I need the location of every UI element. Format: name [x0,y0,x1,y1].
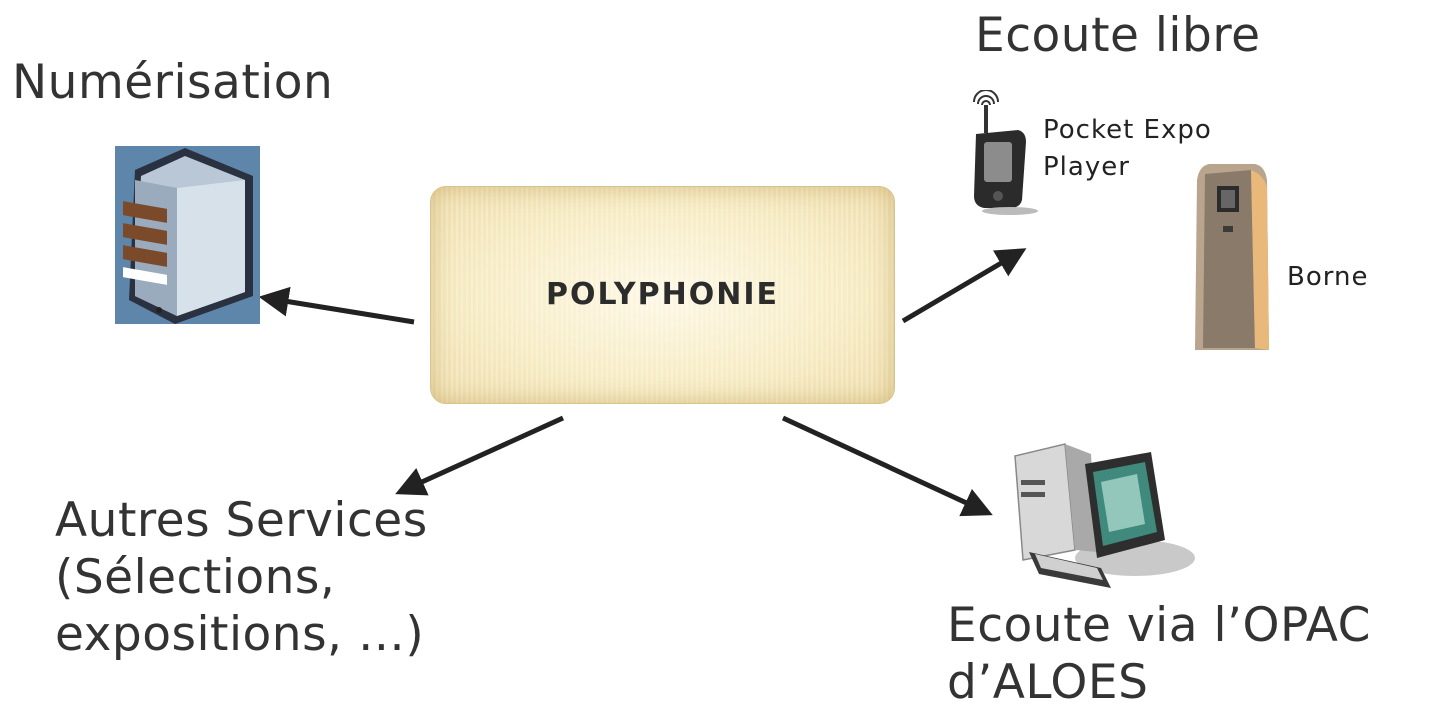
other-services-line2: (Sélections, [55,550,336,605]
arrow-to-scan [258,286,415,325]
polyphonie-title: POLYPHONIE [545,277,780,312]
pocket-player-label-line2: Player [1043,152,1130,182]
polyphonie-box: POLYPHONIE [430,186,895,404]
free-listen-title: Ecoute libre [975,8,1261,63]
opac-label: Ecoute via l’OPAC d’ALOES [947,597,1371,711]
desktop-computer-icon [1014,443,1195,588]
opac-label-line2: d’ALOES [947,655,1149,710]
kiosk-label: Borne [1287,262,1369,292]
scan-title: Numérisation [12,55,334,110]
pocket-player-label: Pocket Expo Player [1043,112,1212,186]
other-services-label: Autres Services (Sélections, expositions… [55,492,428,663]
server-icon [115,146,260,324]
arrow-to-opac [781,415,993,517]
arrow-to-other-services [395,415,565,496]
opac-label-line1: Ecoute via l’OPAC [947,598,1371,653]
arrow-to-free-listen [901,248,1027,324]
pda-icon [973,90,1038,215]
kiosk-icon [1195,164,1269,350]
other-services-line1: Autres Services [55,493,428,548]
other-services-line3: expositions, …) [55,607,425,662]
pocket-player-label-line1: Pocket Expo [1043,115,1212,145]
